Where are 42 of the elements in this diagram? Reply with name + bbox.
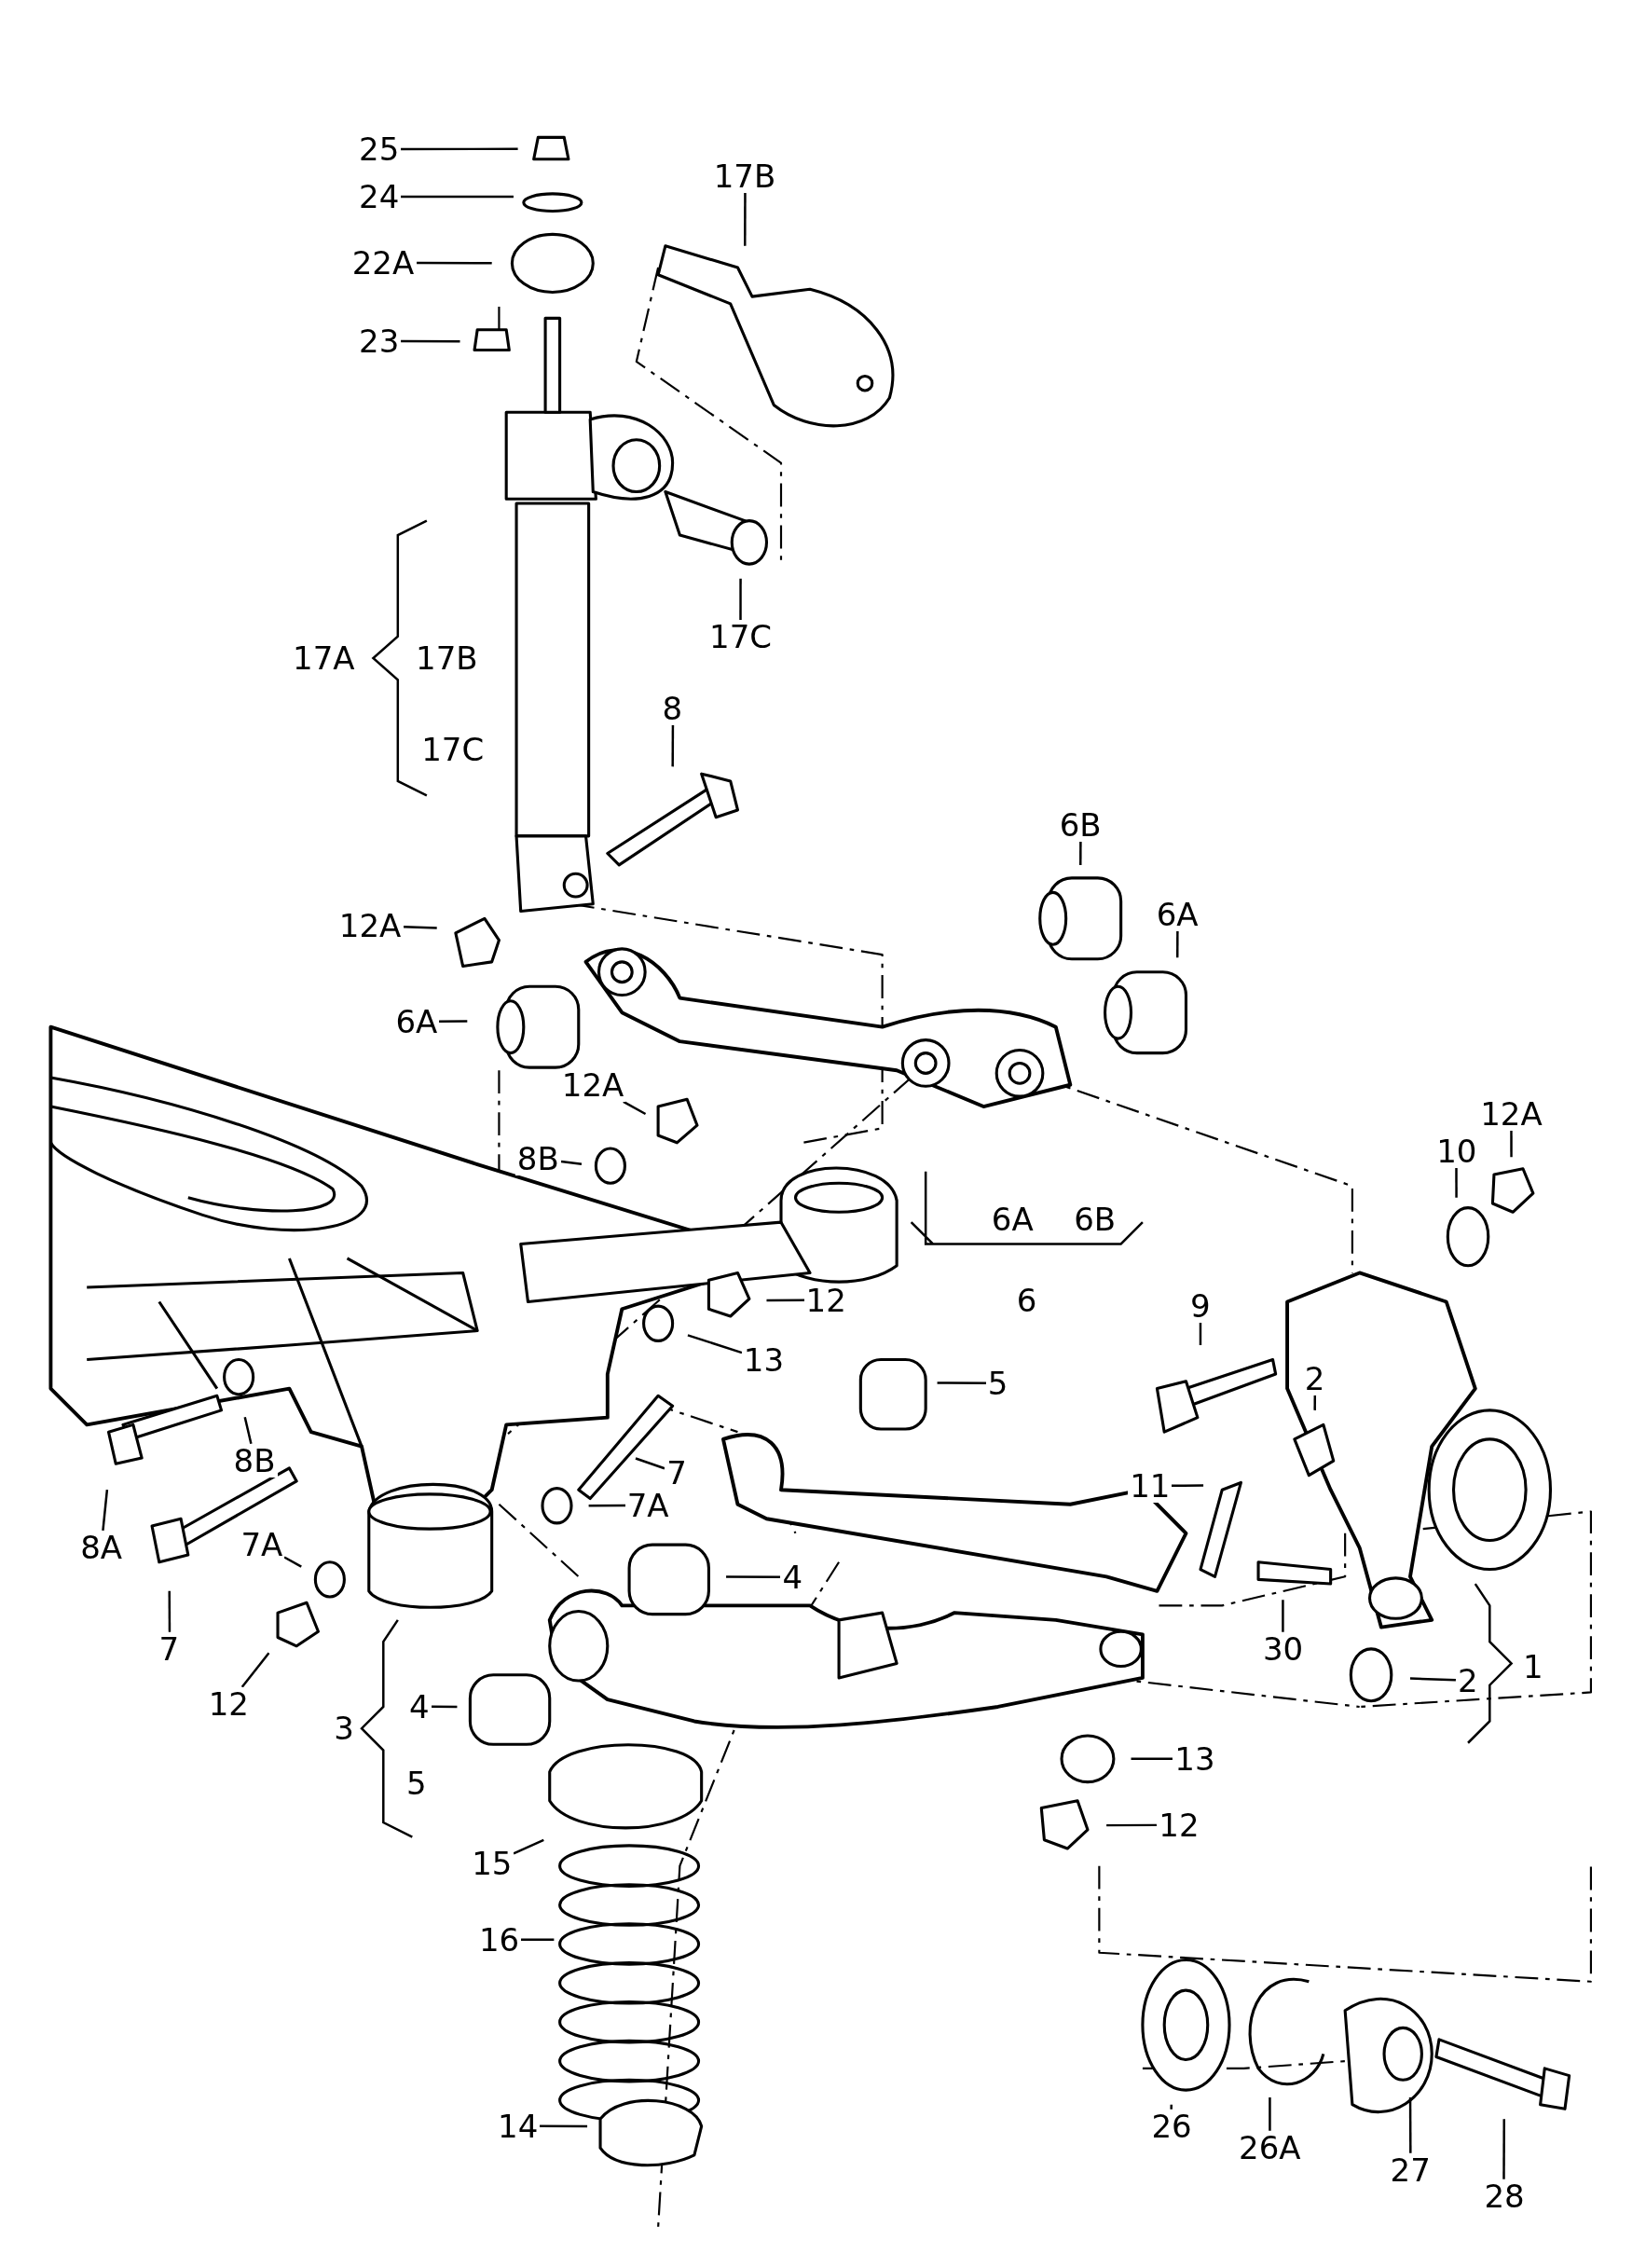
leader-line bbox=[102, 1490, 109, 1531]
leader-line bbox=[513, 1838, 544, 1855]
leader-line bbox=[521, 1938, 555, 1941]
leader-line bbox=[540, 2124, 588, 2128]
leader-line bbox=[1171, 1484, 1204, 1487]
leader-line bbox=[1408, 2096, 1412, 2153]
leader-line bbox=[1079, 841, 1082, 865]
leader-line bbox=[417, 261, 492, 265]
leader-line bbox=[1199, 1322, 1202, 1346]
leader-line bbox=[404, 926, 437, 929]
leader-line bbox=[635, 1457, 665, 1470]
leader-line bbox=[401, 195, 514, 199]
leader-line bbox=[1106, 1823, 1157, 1827]
leader-line bbox=[671, 724, 675, 767]
leader-line bbox=[439, 1020, 468, 1023]
leader-line bbox=[1282, 1600, 1284, 1632]
leader-line bbox=[168, 1590, 171, 1632]
leader-line bbox=[1269, 2096, 1271, 2131]
leader-line bbox=[401, 339, 460, 343]
leader-line bbox=[588, 1504, 626, 1507]
leader-line bbox=[1502, 2119, 1505, 2179]
leader-line bbox=[726, 1575, 780, 1578]
leader-line bbox=[401, 147, 518, 151]
leader-line bbox=[1131, 1757, 1173, 1761]
leader-line bbox=[744, 192, 747, 246]
callout-number: 12A bbox=[559, 1067, 626, 1102]
leader-line bbox=[1170, 2104, 1173, 2110]
leader-line bbox=[243, 1416, 253, 1445]
leader-line bbox=[739, 578, 742, 620]
leader-line bbox=[283, 1556, 302, 1568]
leader-line bbox=[1455, 1167, 1458, 1198]
leader-line bbox=[937, 1381, 986, 1384]
leader-line bbox=[1176, 930, 1179, 958]
leader-line bbox=[1510, 1130, 1513, 1158]
leader-line bbox=[240, 1652, 270, 1688]
leader-line bbox=[560, 1160, 583, 1165]
leader-line bbox=[1409, 1677, 1456, 1682]
leader-line bbox=[1313, 1395, 1317, 1410]
leader-line bbox=[687, 1334, 743, 1354]
leader-line bbox=[432, 1705, 458, 1709]
leader-line bbox=[766, 1299, 804, 1302]
leader-line bbox=[623, 1100, 647, 1116]
